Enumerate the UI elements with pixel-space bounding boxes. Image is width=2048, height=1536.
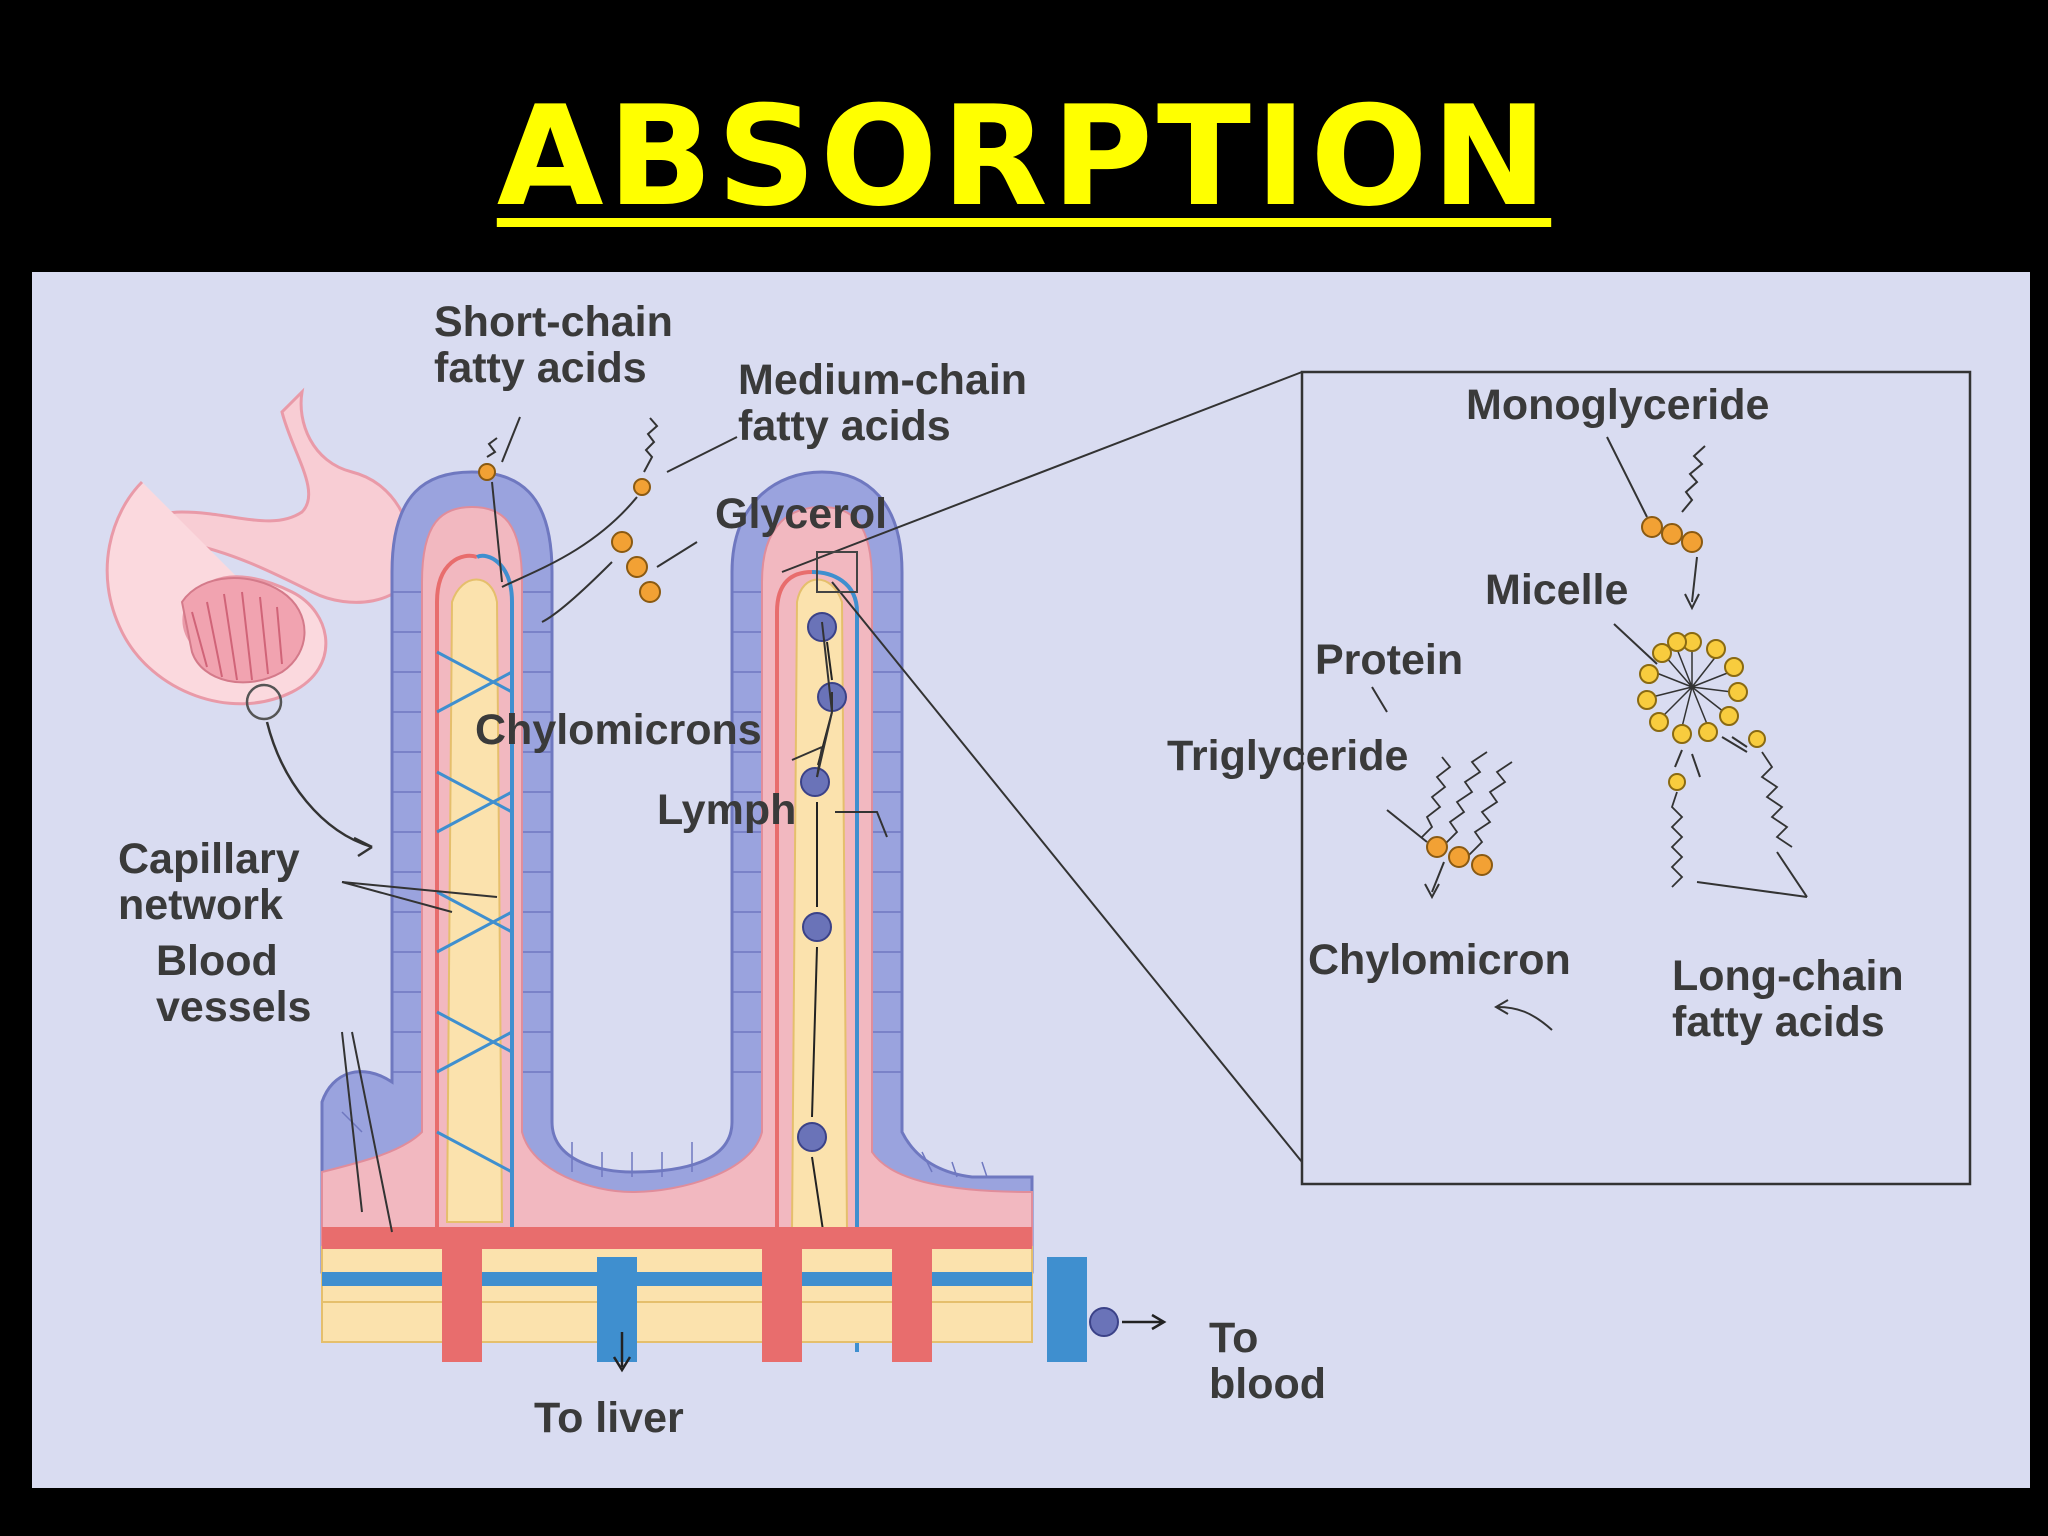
monoglyceride-molecule xyxy=(1641,445,1706,553)
lymph-label: Lymph xyxy=(657,786,796,834)
stomach-intestine-icon xyxy=(105,387,415,858)
triglyceride-leaders xyxy=(1371,686,1553,1031)
micelle-label: Micelle xyxy=(1485,566,1628,614)
absorption-arrows xyxy=(491,481,638,623)
long-chain-fatty-acid-molecules xyxy=(1668,730,1793,888)
artery-right-villus xyxy=(775,570,813,1272)
micelle-leader xyxy=(1613,623,1658,665)
lacteal-left xyxy=(445,578,504,1223)
inset-box xyxy=(1300,370,1972,1186)
page-title: ABSORPTION xyxy=(496,76,1552,237)
monoglyceride-label: Monoglyceride xyxy=(1466,381,1769,429)
chylomicron-label: Chylomicron xyxy=(1308,936,1571,984)
capillary-network-left xyxy=(435,553,514,1342)
protein-label: Protein xyxy=(1315,636,1463,684)
leader-lines xyxy=(341,371,1303,1233)
glycerol-label: Glycerol xyxy=(715,490,887,538)
submucosa-vessels xyxy=(321,1227,1087,1362)
triglyceride-molecule xyxy=(1421,751,1513,876)
triglyceride-label: Triglyceride xyxy=(1167,732,1408,780)
to-liver-label: To liver xyxy=(534,1394,684,1442)
to-liver-arrow xyxy=(612,1332,632,1373)
short-chain-fatty-acid-molecule xyxy=(478,437,498,481)
micelle-icon xyxy=(1637,632,1748,744)
monoglyceride-leader xyxy=(1606,436,1700,611)
chylomicrons-label: Chylomicrons xyxy=(475,706,762,754)
lacteal-right xyxy=(790,578,849,1233)
to-blood-arrow xyxy=(1122,1313,1167,1331)
long-chain-leaders xyxy=(1674,736,1808,898)
glycerol-molecule xyxy=(611,531,661,603)
zoom-box xyxy=(816,551,858,593)
medium-chain-fatty-acid-molecule xyxy=(633,417,659,496)
